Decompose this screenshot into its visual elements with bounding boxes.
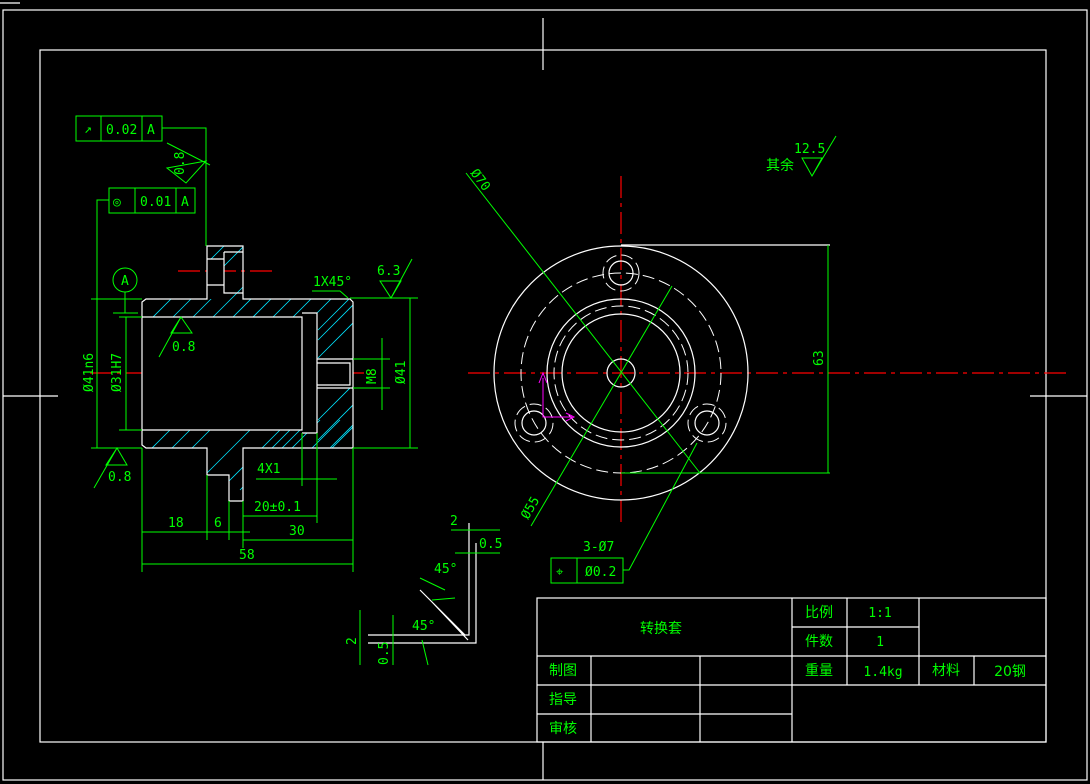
title-block: 转换套 比例 1:1 件数 1 重量 1.4kg 材料 20钢 制图 指导 审核 bbox=[536, 597, 1047, 743]
detail-angle-1: 45° bbox=[434, 562, 457, 577]
concentricity-datum: A bbox=[181, 195, 189, 210]
runout-symbol-icon: ↗ bbox=[84, 122, 92, 137]
hatch-area bbox=[142, 246, 353, 501]
count-value: 1 bbox=[876, 635, 884, 650]
concentricity-symbol-icon: ◎ bbox=[113, 195, 121, 210]
other-roughness: 12.5 bbox=[794, 142, 825, 157]
scale-label: 比例 bbox=[805, 605, 833, 621]
concentricity-value: 0.01 bbox=[140, 195, 171, 210]
bore-outline bbox=[142, 251, 353, 434]
count-label: 件数 bbox=[805, 634, 833, 650]
datum-label: A bbox=[121, 274, 129, 289]
dim-6: 6 bbox=[214, 516, 222, 531]
end-view: 63 Ø70 Ø55 12.5 其余 ⌖ Ø0.2 3-Ø7 bbox=[465, 135, 1070, 584]
check-label: 审核 bbox=[549, 721, 577, 737]
weight-label: 重量 bbox=[805, 663, 833, 679]
position-symbol-icon: ⌖ bbox=[556, 565, 564, 580]
detail-dim-2-top: 2 bbox=[450, 514, 458, 529]
detail-dim-2-left: 2 bbox=[345, 637, 360, 645]
center-marks bbox=[3, 18, 1087, 780]
dim-dia-55: Ø55 bbox=[518, 494, 543, 522]
holes-label: 3-Ø7 bbox=[583, 540, 614, 555]
dim-dia-bore: Ø31H7 bbox=[110, 353, 125, 392]
runout-value: 0.02 bbox=[106, 123, 137, 138]
roughness-bore: 0.8 bbox=[172, 340, 195, 355]
roughness-outer: 0.8 bbox=[108, 470, 131, 485]
dim-dia-outer: Ø41n6 bbox=[82, 353, 97, 392]
weight-value: 1.4kg bbox=[863, 665, 902, 680]
chamfer-label: 1X45° bbox=[313, 275, 352, 290]
detail-view: 2 0.5 45° 45° 2 0.5 bbox=[345, 514, 502, 666]
dim-58: 58 bbox=[239, 548, 255, 563]
ucs-icon bbox=[538, 371, 576, 422]
dim-groove: 4X1 bbox=[257, 462, 280, 477]
concentricity-frame: ◎ 0.01 A bbox=[96, 187, 196, 448]
dim-dia-right: Ø41 bbox=[394, 361, 409, 384]
runout-datum: A bbox=[147, 123, 155, 138]
drawn-label: 制图 bbox=[549, 663, 577, 679]
outer-frame bbox=[2, 9, 1088, 781]
dim-63: 63 bbox=[812, 350, 827, 366]
roughness-right: 6.3 bbox=[377, 264, 400, 279]
part-name: 转换套 bbox=[640, 620, 682, 637]
dim-thread: M8 bbox=[365, 368, 380, 384]
material-value: 20钢 bbox=[994, 664, 1026, 680]
detail-dim-05-left: 0.5 bbox=[377, 642, 392, 665]
scale-value: 1:1 bbox=[868, 606, 891, 621]
other-roughness-label: 其余 bbox=[766, 157, 794, 174]
roughness-top: 0.8 bbox=[173, 152, 188, 175]
runout-frame: ↗ 0.02 A bbox=[75, 115, 207, 246]
outer-circle bbox=[493, 245, 749, 501]
dim-30: 30 bbox=[289, 524, 305, 539]
section-view: ↗ 0.02 A ◎ 0.01 A A 0.8 0.8 0.8 6.3 1X45… bbox=[75, 115, 418, 572]
guide-label: 指导 bbox=[549, 692, 577, 708]
bolt-holes bbox=[514, 254, 727, 443]
part-outline bbox=[141, 245, 354, 502]
dim-20: 20±0.1 bbox=[254, 500, 301, 515]
dim-18: 18 bbox=[168, 516, 184, 531]
dim-dia-70: Ø70 bbox=[467, 166, 493, 194]
detail-dim-05-top: 0.5 bbox=[479, 537, 502, 552]
detail-angle-2: 45° bbox=[412, 619, 435, 634]
position-value: Ø0.2 bbox=[585, 565, 616, 580]
material-label: 材料 bbox=[932, 663, 960, 679]
